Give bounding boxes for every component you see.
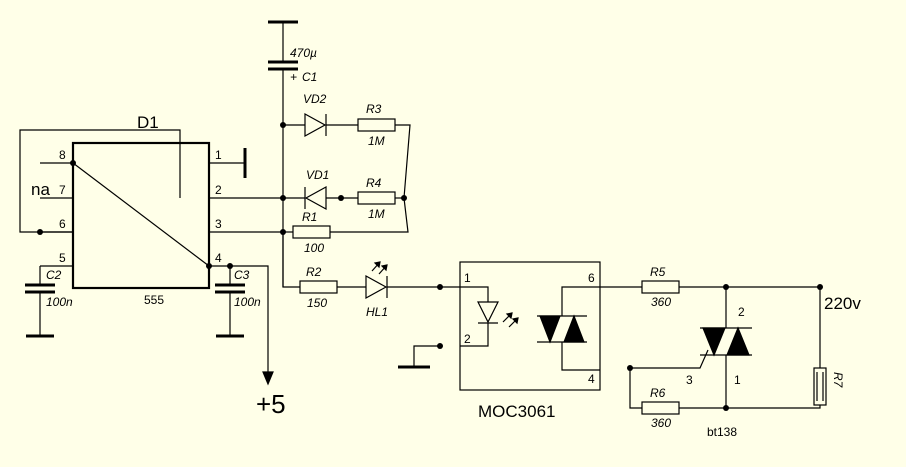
moc-pin-2: 2 [464,332,471,346]
mains-label: 220v [824,294,861,313]
pin-7-na-label: na [31,180,50,199]
r4-value: 1M [368,207,385,221]
moc-pin-4: 4 [588,372,595,386]
pin-6-label: 6 [59,217,66,231]
resistor-r5: R5 360 [600,265,823,309]
optocoupler-moc3061: 1 2 6 4 MOC3061 [459,261,601,421]
r4-name: R4 [366,176,382,190]
ic-555-diagonal [72,162,210,267]
pin-5-label: 5 [59,251,66,265]
triac-pin-2: 2 [738,305,745,319]
ic-name-label: D1 [137,113,159,132]
c3-name: C3 [234,268,250,282]
resistor-r1: R1 100 [280,210,331,255]
vd2-label: VD2 [303,92,327,106]
moc3061-body [459,261,601,391]
c1-name: C1 [302,70,317,84]
r2-value: 150 [307,296,327,310]
c1-polarity: + [290,70,297,84]
triac-bt138: 2 3 1 bt138 [627,287,752,439]
vd1-r4-branch: VD1 R4 1M [280,168,409,233]
r1-value: 100 [304,241,324,255]
moc-pin-6: 6 [588,271,595,285]
ic-555-body [71,141,211,290]
resistor-r6: R6 360 [629,368,726,430]
ground-moc [398,343,443,369]
triac-pin-3: 3 [686,373,693,387]
pin-4-label: 4 [215,251,222,265]
r6-value: 360 [651,416,671,430]
moc3061-label: MOC3061 [478,402,555,421]
pin-2-label: 2 [215,183,222,197]
supply-plus5: +5 [230,265,286,419]
r6-name: R6 [650,386,666,400]
ic-555-left-pins: 8 7 6 5 na [31,148,73,267]
ic-type-label: 555 [144,293,164,307]
r1-name: R1 [302,210,317,224]
c1-value: 470µ [290,46,317,60]
mains-terminal: 220v [824,294,861,313]
pin-1-label: 1 [215,148,222,162]
pin-3-label: 3 [215,217,222,231]
hl1-label: HL1 [366,305,388,319]
ic-555: D1 555 [70,113,212,307]
r5-value: 360 [651,295,671,309]
moc-pin-1: 1 [464,271,471,285]
supply-label: +5 [256,389,286,419]
triac-pin-1: 1 [734,373,741,387]
ic-555-right-pins: 1 2 3 4 [209,148,283,267]
r5-name: R5 [650,265,666,279]
r3-name: R3 [366,102,382,116]
vd2-r3-branch: VD2 R3 1M [280,92,411,199]
triac-label: bt138 [707,425,737,439]
c2-name: C2 [46,268,62,282]
vd1-label: VD1 [306,168,329,182]
r3-value: 1M [368,134,385,148]
r7-name: R7 [831,372,845,389]
threshold-trigger-link [19,129,181,235]
c3-value: 100n [234,295,261,309]
c2-value: 100n [46,295,73,309]
capacitor-c3: C3 100n [215,263,261,338]
r2-name: R2 [306,265,322,279]
resistor-r2-led-hl1: R2 150 HL1 [282,232,460,319]
pin-7-label: 7 [59,183,66,197]
resistor-r7-load: R7 [726,287,845,409]
pin-8-label: 8 [59,148,66,162]
capacitor-c2: C2 100n [25,266,73,338]
